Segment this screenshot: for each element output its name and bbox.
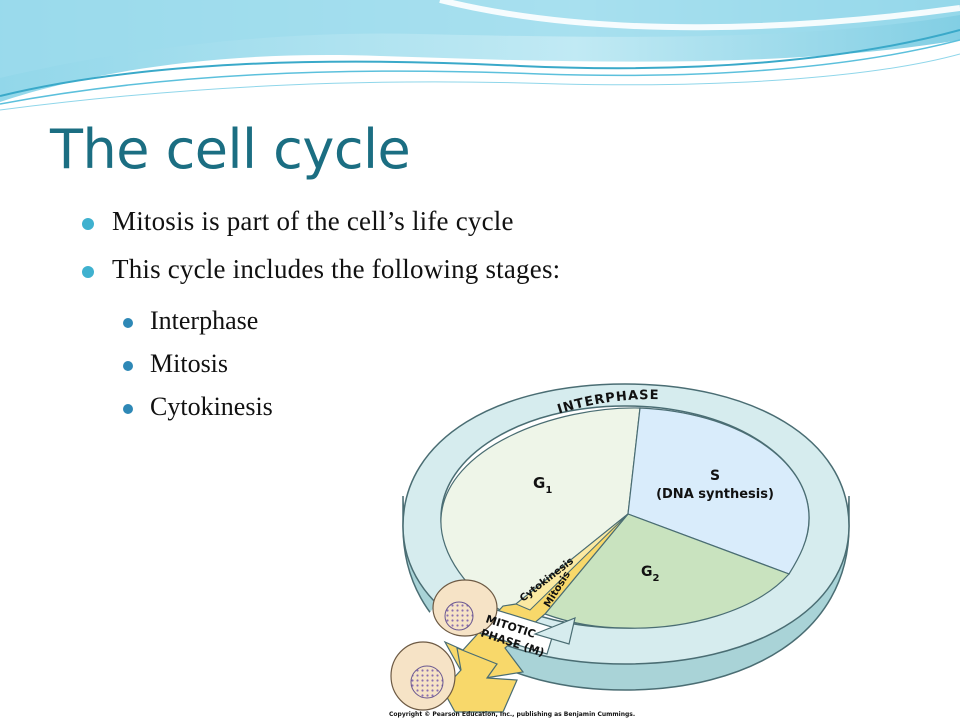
bullet-item: This cycle includes the following stages… xyxy=(80,254,560,285)
bullet-item: Mitosis is part of the cell’s life cycle xyxy=(80,206,560,237)
dividing-cell-icon xyxy=(432,579,498,637)
sub-bullet-item: Cytokinesis xyxy=(122,392,273,422)
s-label: S xyxy=(710,468,720,484)
g2-wedge xyxy=(543,513,791,629)
s-wedge xyxy=(627,407,810,575)
sub-bullet-list: Interphase Mitosis Cytokinesis xyxy=(122,306,273,435)
cell-cycle-diagram: INTERPHASE G1 S (DNA synthesis) G2 Cytok… xyxy=(385,378,855,720)
g2-label: G2 xyxy=(641,564,660,584)
g1-label: G1 xyxy=(533,474,552,496)
sub-bullet-item: Mitosis xyxy=(122,349,273,379)
sub-bullet-item: Interphase xyxy=(122,306,273,336)
copyright-notice: Copyright © Pearson Education, Inc., pub… xyxy=(389,711,635,718)
s-detail-label: (DNA synthesis) xyxy=(656,487,774,502)
bullet-list: Mitosis is part of the cell’s life cycle… xyxy=(80,206,560,302)
daughter-cell-icon xyxy=(390,641,456,711)
slide-title: The cell cycle xyxy=(50,118,411,181)
header-wave-decoration xyxy=(0,0,960,111)
